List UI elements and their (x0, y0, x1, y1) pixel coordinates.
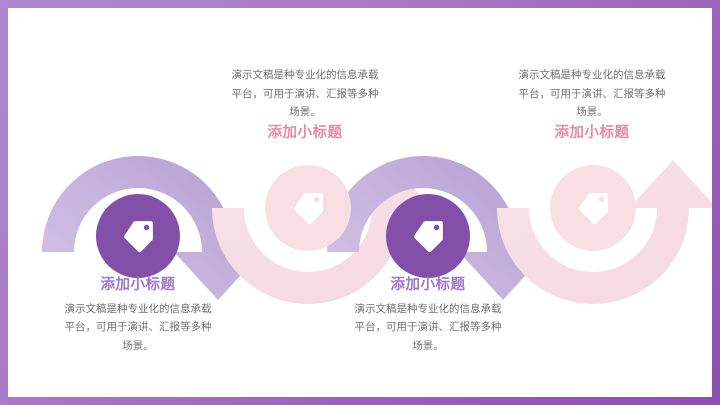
item-body-line3-2: 场景。 (289, 106, 321, 119)
icon-badge-pink-2[interactable] (265, 165, 351, 251)
item-body-line3-3: 场景。 (412, 339, 444, 352)
icon-badge-pink-4[interactable] (550, 165, 636, 251)
item-title-3: 添加小标题 (390, 277, 466, 293)
item-body-line2-1: 平台，可用于演讲、汇报等多种 (64, 321, 212, 334)
tag-icon (409, 217, 447, 255)
item-body-line1-2: 演示文稿是种专业化的信息承载 (231, 69, 379, 81)
item-title-4: 添加小标题 (554, 125, 630, 142)
icon-badge-purple-3[interactable] (386, 194, 470, 278)
item-body-line1-4: 演示文稿是种专业化的信息承载 (518, 69, 666, 81)
item-body-line2-2: 平台，可用于演讲、汇报等多种 (231, 87, 379, 100)
item-body-line2-3: 平台，可用于演讲、汇报等多种 (354, 321, 502, 334)
item-title-2: 添加小标题 (267, 125, 343, 142)
tag-icon (289, 189, 327, 227)
item-body-line2-4: 平台，可用于演讲、汇报等多种 (518, 87, 666, 100)
item-body-line1-3: 演示文稿是种专业化的信息承载 (354, 302, 502, 315)
tag-icon (574, 189, 612, 227)
icon-badge-purple-1[interactable] (96, 194, 180, 278)
item-body-line3-4: 场景。 (576, 106, 608, 119)
item-body-line3-1: 场景。 (122, 339, 154, 352)
item-body-line1-1: 演示文稿是种专业化的信息承载 (64, 302, 212, 315)
text-block-1: 添加小标题 演示文稿是种专业化的信息承载 平台，可用于演讲、汇报等多种 场景。 (38, 276, 238, 356)
item-title-1: 添加小标题 (100, 277, 176, 293)
text-block-4: 演示文稿是种专业化的信息承载 平台，可用于演讲、汇报等多种 场景。 添加小标题 (492, 66, 692, 144)
slide-canvas: 添加小标题 演示文稿是种专业化的信息承载 平台，可用于演讲、汇报等多种 场景。 … (8, 8, 712, 397)
text-block-3: 添加小标题 演示文稿是种专业化的信息承载 平台，可用于演讲、汇报等多种 场景。 (328, 276, 528, 356)
tag-icon (119, 217, 157, 255)
text-block-2: 演示文稿是种专业化的信息承载 平台，可用于演讲、汇报等多种 场景。 添加小标题 (205, 66, 405, 144)
